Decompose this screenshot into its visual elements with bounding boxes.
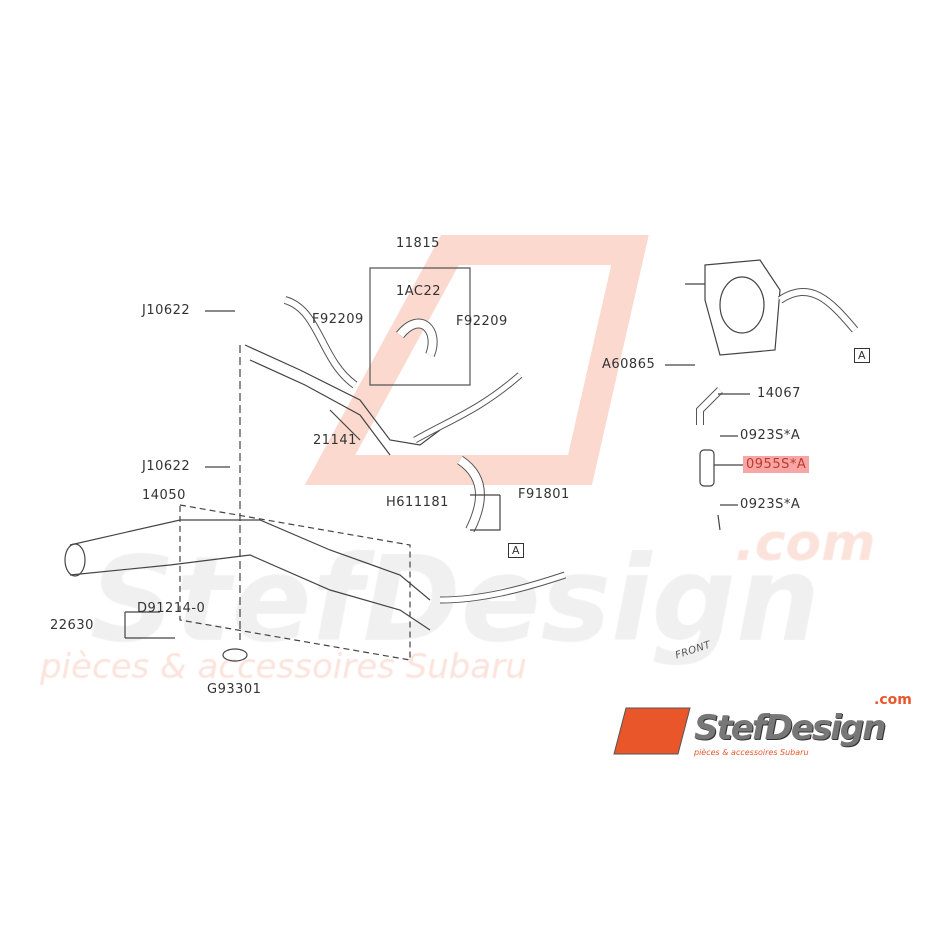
label-11815: 11815	[396, 236, 440, 251]
upper-pipe	[244, 344, 441, 446]
logo-domain: .com	[874, 692, 912, 708]
label-f92209-left: F92209	[312, 312, 364, 327]
label-h611181: H611181	[386, 495, 449, 510]
watermark-logo-shape	[304, 235, 649, 485]
label-0955s-highlighted: 0955S*A	[743, 456, 810, 473]
label-j10622-top: J10622	[142, 303, 191, 318]
sd-logo-mark	[613, 707, 691, 755]
label-21141: 21141	[313, 433, 357, 448]
label-f92209-right: F92209	[456, 314, 508, 329]
label-14067: 14067	[757, 386, 801, 401]
label-14050: 14050	[142, 488, 186, 503]
label-j10622-bottom: J10622	[142, 459, 191, 474]
lower-pipe	[69, 519, 431, 601]
label-22630: 22630	[50, 618, 94, 633]
label-0923s-bottom: 0923S*A	[740, 497, 801, 512]
label-g93301: G93301	[207, 682, 262, 697]
logo-brand: StefDesign	[694, 708, 886, 748]
logo-tagline: pièces & accessoires Subaru	[694, 748, 809, 757]
label-a60865: A60865	[602, 357, 656, 372]
label-1ac22: 1AC22	[396, 284, 442, 299]
ref-a-upper: A	[854, 348, 871, 363]
throttle-body	[704, 259, 781, 356]
stefdesign-logo: StefDesign .com pièces & accessoires Sub…	[612, 692, 922, 766]
label-d91214: D91214-0	[137, 601, 206, 616]
label-0923s-top: 0923S*A	[740, 428, 801, 443]
label-f91801: F91801	[518, 487, 570, 502]
ref-a-lower: A	[508, 543, 525, 558]
